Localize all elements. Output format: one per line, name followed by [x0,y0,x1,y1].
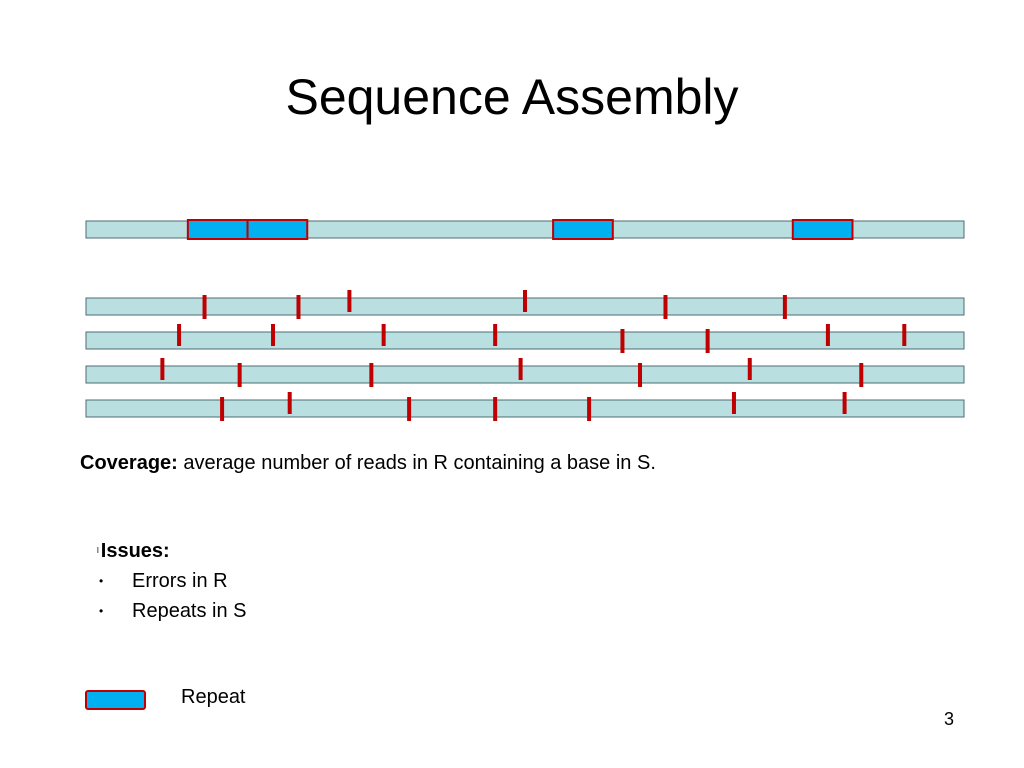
repeat-segment [186,219,249,240]
issues-section: l Issues: • Errors in R • Repeats in S [97,536,247,626]
repeat-segment [552,219,614,240]
repeat-legend-swatch [85,690,146,710]
coverage-text: average number of reads in R containing … [177,452,656,474]
read-strand [85,399,965,418]
issues-list: • Errors in R • Repeats in S [97,566,247,626]
coverage-term: Coverage: [80,452,178,474]
repeat-segment [791,219,854,240]
repeat-segment [246,219,309,240]
issues-heading: l Issues: [97,536,247,566]
slide-title: Sequence Assembly [285,69,739,125]
issue-item-label: Repeats in S [132,600,247,622]
coverage-definition: Coverage: average number of reads in R c… [80,449,656,477]
page-number: 3 [944,709,955,729]
heading-marker: l [97,546,99,555]
repeat-legend-label: Repeat [181,686,246,708]
issue-item-errors: • Errors in R [97,566,247,596]
read-strand [85,331,965,350]
bullet-icon: • [99,604,104,618]
genome-sequence [85,219,965,240]
read-strand [85,365,965,384]
bullet-icon: • [99,574,104,588]
issues-heading-text: Issues: [100,540,170,562]
issue-item-label: Errors in R [132,570,228,592]
issue-item-repeats: • Repeats in S [97,596,247,626]
reads-set [85,290,965,421]
